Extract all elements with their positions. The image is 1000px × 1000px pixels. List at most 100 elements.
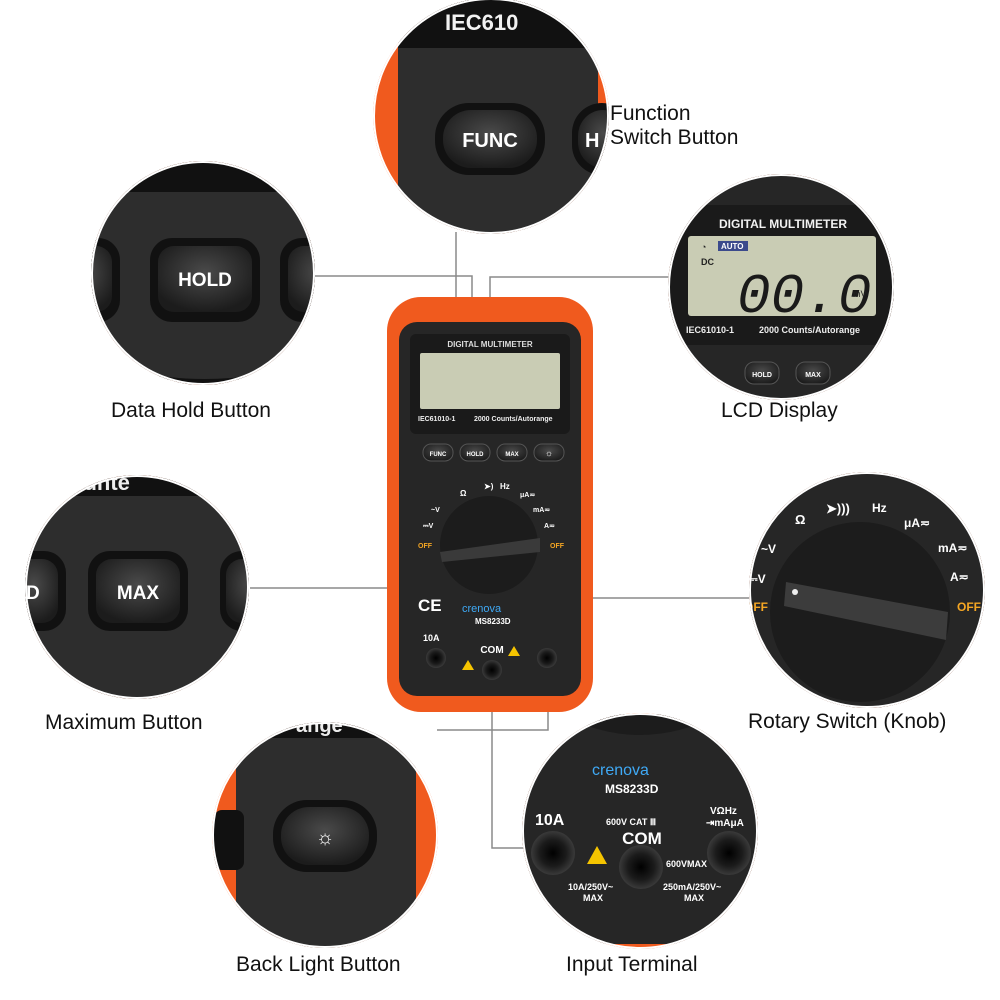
jack-com[interactable] [482,660,502,680]
zoom-max: ounte MAX D [25,475,249,699]
zoom-lcd-unit: mV [853,289,867,299]
zoom-lcd-reading: 00.0 [737,265,871,329]
dial-hz: Hz [500,482,510,491]
zoom-backlight-button [281,807,369,865]
meter-title: DIGITAL MULTIMETER [447,340,533,349]
warning-icon [508,646,520,656]
backlight-sun-icon: ☼ [545,448,553,458]
zoom-backlight: ange ☼ [212,715,438,948]
model-label: MS8233D [475,617,511,626]
zoom-terminal-vohm: VΩHz [710,806,737,817]
zoom-jack-com [619,845,663,889]
hold-button[interactable] [459,443,491,462]
zoom-warning-icon [587,846,607,864]
zoom-knob-ohm: Ω [795,512,805,527]
zoom-knob-off-left: OFF [744,600,768,614]
lcd-screen [420,353,560,409]
max-button-label: MAX [505,452,518,458]
zoom-terminal-model: MS8233D [605,782,659,796]
zoom-terminal-10a: 10A [535,812,565,829]
zoom-terminal-fuse-ma: 250mA/250V~ [663,882,721,892]
func-button-label: FUNC [430,452,447,458]
meter-spec: 2000 Counts/Autorange [474,416,553,423]
zoom-knob-hz: Hz [872,501,887,515]
dial-diode-icon: ➤) [484,482,494,491]
zoom-knob: Ω ➤))) Hz μA≂ mA≂ A≂ ~V ⎓V OFF OFF [744,472,985,708]
caption-input-terminal: Input Terminal [566,953,698,976]
knob-pointer [440,538,540,562]
hold-button-label: HOLD [467,452,485,458]
zoom-knob-diode-icon: ➤))) [826,501,850,516]
zoom-lcd-hold: HOLD [752,372,772,379]
ce-mark-icon: CE [418,596,442,615]
terminal-com-label: COM [480,645,503,656]
zoom-terminal-fuse-a2: MAX [583,893,603,903]
caption-function-line1: Function [610,102,691,125]
zoom-terminal-vohm2: ⇥mAμA [706,818,744,829]
zoom-lcd: DIGITAL MULTIMETER ◔ AUTO DC 00.0 mV IEC… [668,174,894,400]
rotary-knob[interactable] [440,496,538,594]
zoom-lcd-title: DIGITAL MULTIMETER [719,217,847,231]
zoom-hold-label: HOLD [178,270,232,291]
caption-lcd-display: LCD Display [721,399,838,422]
zoom-lcd-auto-off-icon: ◔ [701,242,706,252]
zoom-hold: HOLD [91,161,315,385]
dial-dcv: ⎓V [423,523,434,530]
zoom-terminal: crenova MS8233D 10A 600V CAT Ⅲ COM VΩHz … [522,713,758,949]
zoom-terminal-vmax: 600VMAX [666,859,707,869]
zoom-lcd-screen [688,236,876,316]
zoom-terminal-com: COM [622,829,662,848]
caption-maximum-button: Maximum Button [45,711,203,734]
caption-back-light: Back Light Button [236,953,401,976]
svg-text:H: H [585,130,599,152]
zoom-knob-dcv: ⎓V [748,572,766,586]
jack-vohm[interactable] [537,648,557,668]
terminal-10a-label: 10A [423,633,440,643]
zoom-jack-10a [531,831,575,875]
zoom-func: IEC610 FUNC H [373,0,609,234]
dial-off-right: OFF [550,543,565,550]
caption-rotary-switch: Rotary Switch (Knob) [748,710,947,733]
svg-text:IEC610: IEC610 [445,10,518,35]
dial-a: A≂ [544,523,555,530]
zoom-terminal-brand: crenova [592,762,649,779]
zoom-terminal-cat: 600V CAT Ⅲ [606,817,656,827]
multimeter: DIGITAL MULTIMETER IEC61010-1 2000 Count… [387,297,593,712]
zoom-max-button [96,559,180,623]
dial-ua: μA≂ [520,492,535,499]
zoom-lcd-spec: 2000 Counts/Autorange [759,325,860,335]
svg-text:ange: ange [296,715,343,737]
meter-standard: IEC61010-1 [418,416,455,423]
zoom-func-button [443,110,537,168]
brand-logo: crenova [462,603,502,615]
zoom-lcd-auto: AUTO [721,242,744,251]
dial-ma: mA≂ [533,507,550,514]
zoom-max-label: MAX [117,583,160,604]
terminal-line [491,660,532,849]
zoom-lcd-standard: IEC61010-1 [686,325,734,335]
zoom-knob-acv: ~V [761,542,776,556]
caption-function-button: Function Switch Button [610,102,738,150]
zoom-hold-button [158,246,252,312]
svg-text:D: D [26,583,40,604]
zoom-knob-a: A≂ [950,570,969,584]
zoom-lcd-max: MAX [805,372,821,379]
max-button[interactable] [496,443,528,462]
func-button[interactable] [422,443,454,462]
dial-off-left: OFF [418,543,433,550]
zoom-lcd-dc: DC [701,257,714,267]
zoom-terminal-fuse-a: 10A/250V~ [568,882,613,892]
backlight-button[interactable] [533,443,565,462]
zoom-terminal-fuse-ma2: MAX [684,893,704,903]
dial-ohm: Ω [460,489,467,498]
zoom-func-label: FUNC [462,130,518,152]
zoom-jack-vohm [707,831,751,875]
caption-data-hold: Data Hold Button [111,399,271,422]
zoom-knob-pointer [784,582,948,640]
jack-10a[interactable] [426,648,446,668]
warning-icon [462,660,474,670]
zoom-knob-ua: μA≂ [904,516,930,530]
zoom-knob-ma: mA≂ [938,541,967,555]
dial-acv: ~V [431,507,440,514]
